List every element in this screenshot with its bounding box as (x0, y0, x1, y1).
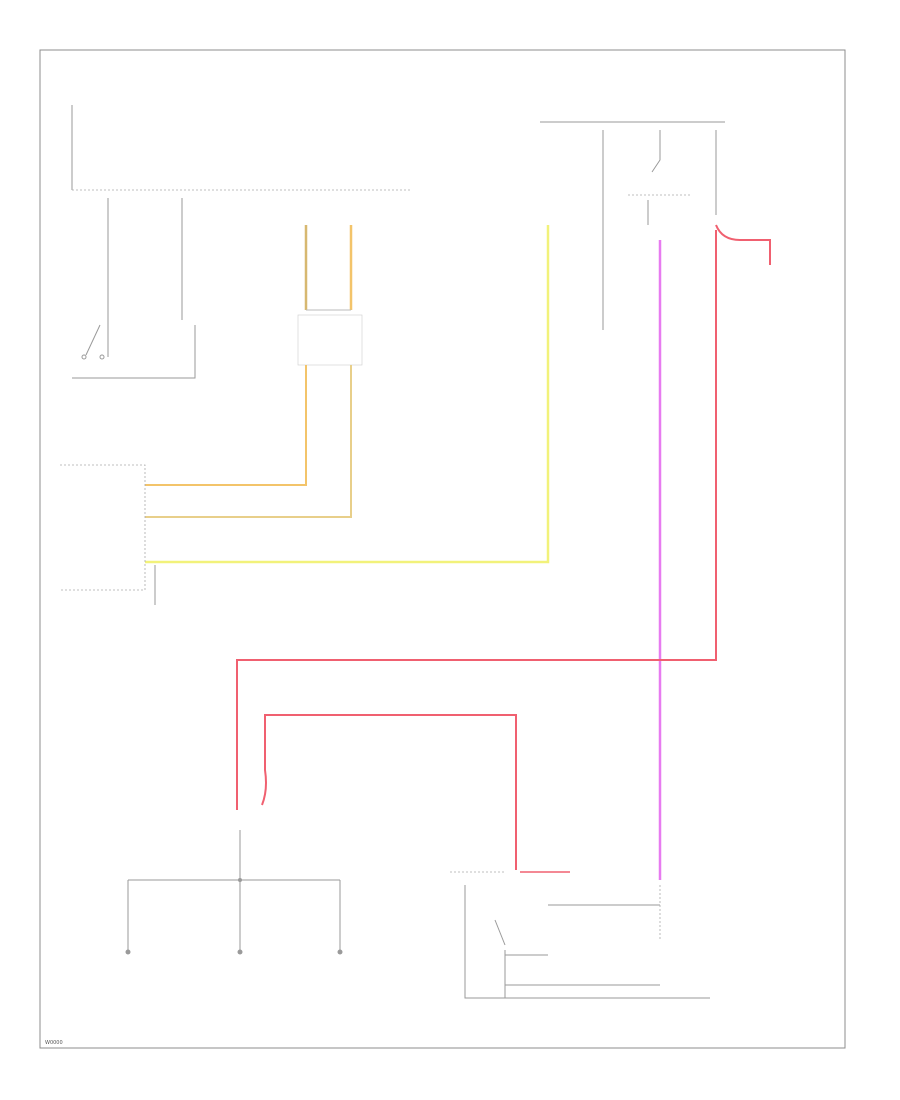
ground-terminal (125, 949, 131, 955)
junction-block (297, 314, 363, 366)
upper-left-region (71, 105, 410, 379)
lower-left-region (125, 830, 343, 955)
diagram-frame (39, 49, 846, 1049)
switch-contact (81, 354, 87, 360)
wire-yellow (145, 225, 550, 564)
lower-right-region (450, 871, 710, 999)
ground-terminal (237, 949, 243, 955)
switch-contact (99, 354, 105, 360)
wire-red-upper (715, 224, 771, 265)
wire-red-main (236, 230, 717, 810)
wire-orange-2 (145, 365, 307, 486)
wire-tan-2 (145, 365, 352, 518)
connector-panel (60, 464, 156, 605)
ground-terminal (337, 949, 343, 955)
upper-right-region (540, 121, 725, 330)
footer-code: W0000 (45, 1040, 63, 1046)
wire-red-loop (261, 714, 517, 870)
splice-point (238, 878, 242, 882)
